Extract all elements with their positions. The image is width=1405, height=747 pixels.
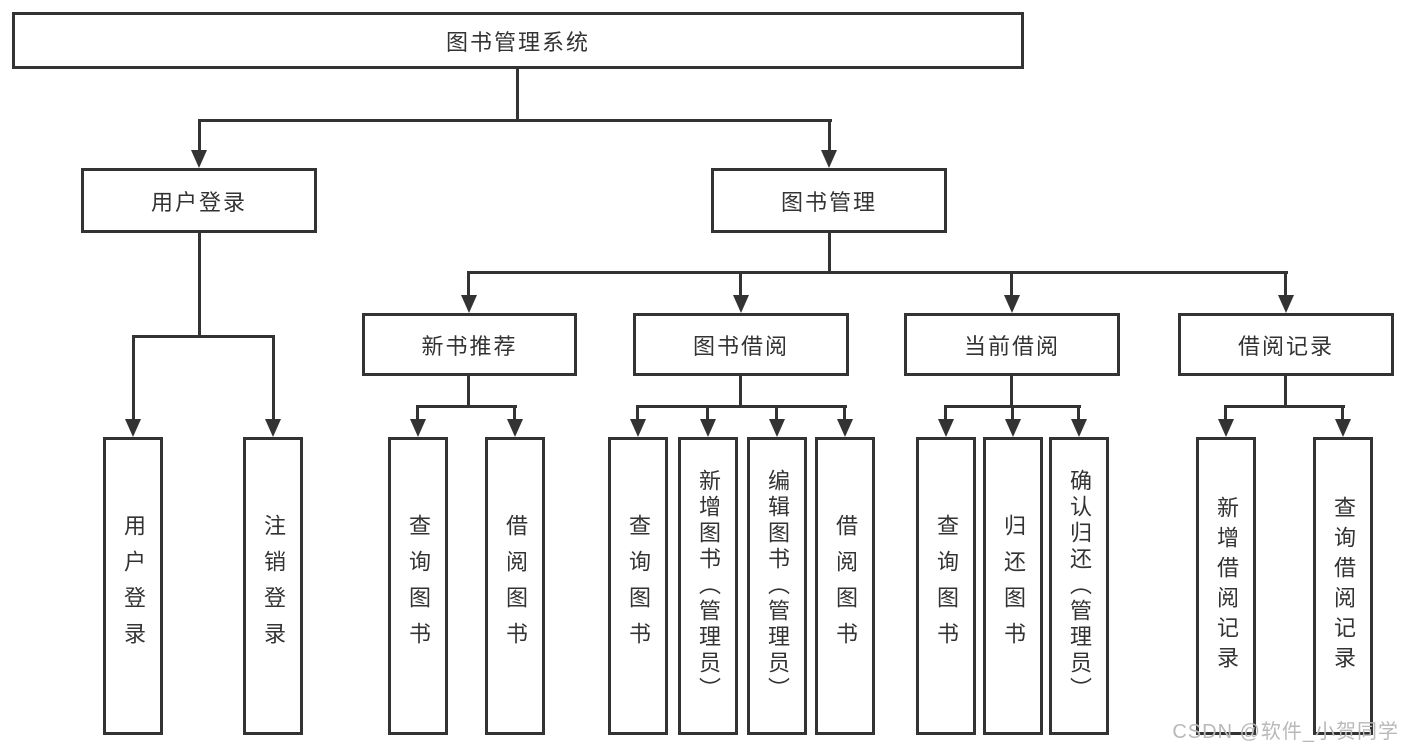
arrow-down-icon xyxy=(1071,419,1087,437)
arrow-down-icon xyxy=(700,419,716,437)
leaf-logout: 注销登录 xyxy=(243,437,303,735)
arrow-down-icon xyxy=(461,295,477,313)
leaf-borrow-borrow-books: 借阅图书 xyxy=(815,437,875,735)
connector-drop xyxy=(636,405,639,421)
connector-bookborrow-bar xyxy=(636,405,847,408)
node-root: 图书管理系统 xyxy=(12,12,1024,69)
arrow-down-icon xyxy=(507,419,523,437)
leaf-user-login: 用户登录 xyxy=(103,437,163,735)
connector-bookmgmt-bar xyxy=(467,271,1288,274)
arrow-down-icon xyxy=(1004,295,1020,313)
leaf-label: 注销登录 xyxy=(261,514,286,658)
node-book-mgmt: 图书管理 xyxy=(711,168,947,233)
arrow-down-icon xyxy=(1218,419,1234,437)
connector-drop xyxy=(1224,405,1227,421)
leaf-label: 查询借阅记录 xyxy=(1331,496,1356,676)
leaf-label: 查询图书 xyxy=(406,514,431,658)
node-current-borrow: 当前借阅 xyxy=(904,313,1120,376)
arrow-down-icon xyxy=(1278,295,1294,313)
connector-userlogin-trunk xyxy=(198,232,201,337)
leaf-label: 新增借阅记录 xyxy=(1214,496,1239,676)
node-new-book-rec: 新书推荐 xyxy=(362,313,577,376)
leaf-borrow-add-books-admin: 新增图书（管理员） xyxy=(678,437,738,735)
leaf-newbook-query-books: 查询图书 xyxy=(388,437,448,735)
leaf-record-query-borrow-record: 查询借阅记录 xyxy=(1313,437,1373,735)
arrow-down-icon xyxy=(191,150,207,168)
connector-drop xyxy=(416,405,419,421)
arrow-down-icon xyxy=(1005,419,1021,437)
connector-drop-new-book xyxy=(467,271,470,297)
leaf-current-confirm-return-admin: 确认归还（管理员） xyxy=(1049,437,1109,735)
connector-userlogin-bar xyxy=(132,335,275,338)
arrow-down-icon xyxy=(410,419,426,437)
arrow-down-icon xyxy=(1335,419,1351,437)
connector-root-bar xyxy=(198,119,832,122)
leaf-label: 编辑图书（管理员） xyxy=(765,469,790,703)
connector-drop xyxy=(513,405,516,421)
leaf-record-add-borrow-record: 新增借阅记录 xyxy=(1196,437,1256,735)
node-book-borrow: 图书借阅 xyxy=(633,313,849,376)
leaf-label: 查询图书 xyxy=(934,514,959,658)
connector-drop xyxy=(1077,405,1080,421)
connector-borrowrecord-bar xyxy=(1224,405,1345,408)
leaf-newbook-borrow-books: 借阅图书 xyxy=(485,437,545,735)
arrow-down-icon xyxy=(769,419,785,437)
connector-drop-user-login xyxy=(198,119,201,153)
connector-drop-current-borrow xyxy=(1010,271,1013,297)
leaf-borrow-edit-books-admin: 编辑图书（管理员） xyxy=(747,437,807,735)
connector-newbook-trunk xyxy=(467,375,470,407)
leaf-label: 借阅图书 xyxy=(833,514,858,658)
arrow-down-icon xyxy=(125,419,141,437)
connector-drop-leaf-user-login xyxy=(132,335,135,421)
leaf-label: 借阅图书 xyxy=(503,514,528,658)
connector-drop xyxy=(944,405,947,421)
leaf-label: 新增图书（管理员） xyxy=(696,469,721,703)
connector-drop xyxy=(706,405,709,421)
leaf-borrow-query-books: 查询图书 xyxy=(608,437,668,735)
arrow-down-icon xyxy=(630,419,646,437)
node-borrow-record: 借阅记录 xyxy=(1178,313,1394,376)
connector-currentborrow-trunk xyxy=(1010,375,1013,407)
connector-root-trunk xyxy=(516,68,519,121)
connector-drop xyxy=(1011,405,1014,421)
connector-drop xyxy=(843,405,846,421)
connector-drop-book-mgmt xyxy=(828,119,831,153)
csdn-watermark: CSDN @软件_小贺同学 xyxy=(1172,721,1399,743)
connector-drop-leaf-logout xyxy=(272,335,275,421)
leaf-label: 用户登录 xyxy=(121,514,146,658)
leaf-label: 归还图书 xyxy=(1001,514,1026,658)
connector-borrowrecord-trunk xyxy=(1284,375,1287,407)
connector-drop xyxy=(775,405,778,421)
arrow-down-icon xyxy=(733,295,749,313)
connector-drop-borrow-record xyxy=(1284,271,1287,297)
connector-drop xyxy=(1341,405,1344,421)
connector-newbook-bar xyxy=(416,405,517,408)
connector-drop-book-borrow xyxy=(739,271,742,297)
node-user-login: 用户登录 xyxy=(81,168,317,233)
connector-bookmgmt-trunk xyxy=(828,232,831,274)
leaf-current-query-books: 查询图书 xyxy=(916,437,976,735)
leaf-label: 确认归还（管理员） xyxy=(1067,469,1092,703)
leaf-label: 查询图书 xyxy=(626,514,651,658)
arrow-down-icon xyxy=(821,150,837,168)
arrow-down-icon xyxy=(265,419,281,437)
connector-bookborrow-trunk xyxy=(739,375,742,407)
arrow-down-icon xyxy=(938,419,954,437)
leaf-current-return-books: 归还图书 xyxy=(983,437,1043,735)
arrow-down-icon xyxy=(837,419,853,437)
